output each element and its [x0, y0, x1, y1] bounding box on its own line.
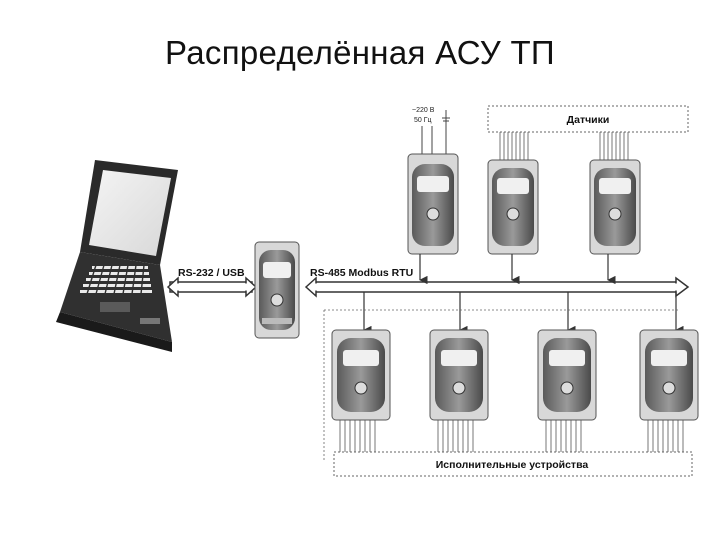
io-module-bottom-3	[537, 329, 597, 421]
top-module-bus-links	[419, 254, 616, 285]
power-label-frequency: 50 Гц	[414, 117, 432, 124]
bottom-power-dotted	[323, 309, 680, 462]
bottom-module-bus-links	[363, 292, 684, 335]
slide-title: Распределённая АСУ ТП	[165, 34, 555, 71]
io-module-bottom-4	[639, 329, 699, 421]
io-module-top-2	[487, 159, 539, 255]
io-module-top-3	[589, 159, 641, 255]
pc-link-label: RS-232 / USB	[178, 267, 245, 279]
sensors-label: Датчики	[567, 114, 610, 126]
io-module-bottom-2	[429, 329, 489, 421]
sensor-wires	[499, 132, 629, 160]
pc-link-arrow	[166, 276, 258, 298]
actuator-wires	[339, 420, 684, 452]
power-wires	[421, 110, 450, 154]
bus-label: RS-485 Modbus RTU	[310, 267, 413, 279]
power-label-voltage: ~220 В	[412, 107, 435, 114]
actuators-box	[333, 451, 693, 477]
io-module-top-1	[407, 153, 459, 255]
interface-converter-module	[254, 241, 300, 339]
rs485-bus	[304, 276, 690, 298]
io-module-bottom-1	[331, 329, 391, 421]
sensors-box	[487, 105, 689, 133]
laptop-computer	[56, 160, 178, 352]
actuators-label: Исполнительные устройства	[436, 459, 589, 471]
